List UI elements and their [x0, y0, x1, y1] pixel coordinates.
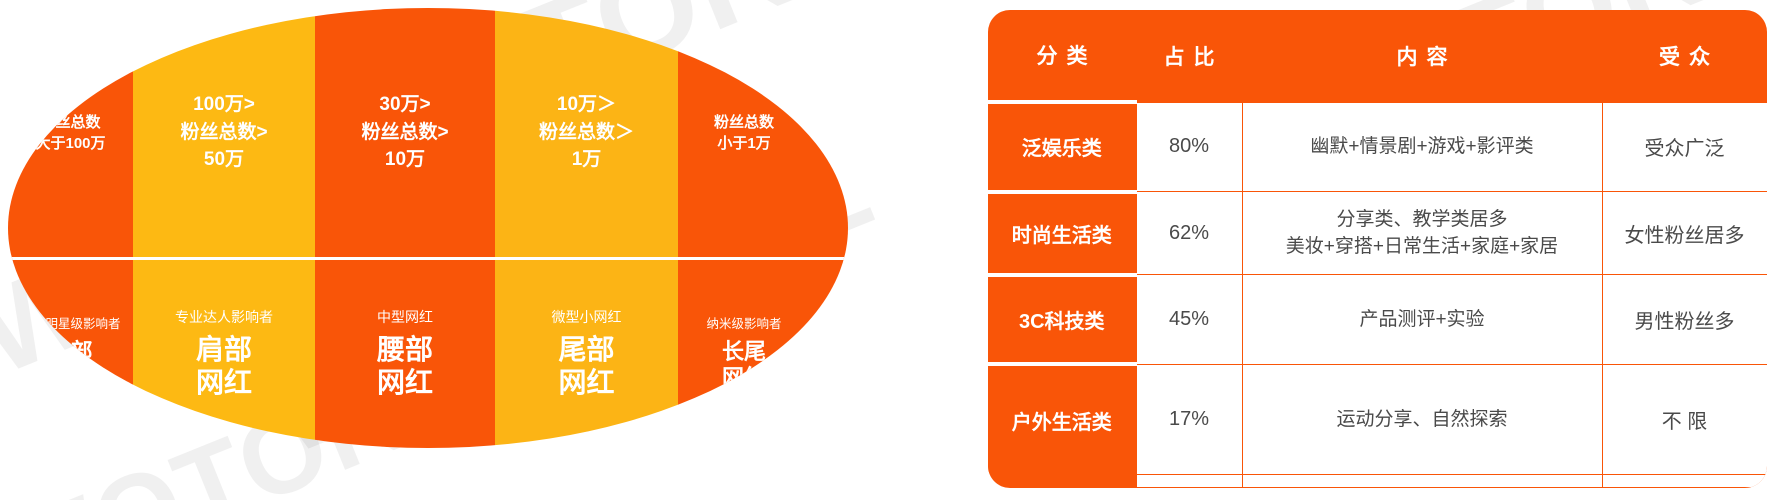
- cell-percent: 45%: [1135, 274, 1243, 365]
- range-line-2: 粉丝总数＞: [538, 121, 634, 143]
- segment-sub-label: 微型小网红: [551, 309, 622, 326]
- table-row[interactable]: 时尚生活类 62% 分享类、教学类居多 美妆+穿搭+日常生活+家庭+家居 女性粉…: [988, 189, 1767, 276]
- range-line-2: 小于1万: [717, 134, 771, 152]
- segment-longtail-label: 纳米级影响者 长尾 网红: [678, 257, 848, 448]
- cell-percent: 80%: [1135, 101, 1243, 192]
- segment-main-label-line2: 网红: [558, 367, 615, 399]
- content-line-1: 运动分享、自然探索: [1336, 408, 1508, 430]
- segment-main-label-line1: 肩部: [195, 333, 252, 365]
- segment-main-label-line1: 尾部: [558, 333, 615, 365]
- range-line-3: 1万: [571, 149, 602, 171]
- segment-sub-label: 中型网红: [377, 309, 433, 326]
- influencer-tier-ellipse-chart: 粉丝总数 大于100万 头部明星级影响者 头部 网红 100万> 粉丝总数> 5…: [8, 8, 848, 448]
- segment-shoulder-label: 专业达人影响者 肩部 网红: [133, 257, 315, 448]
- range-line-1: 100万>: [193, 94, 255, 116]
- segment-longtail-influencer[interactable]: 粉丝总数 小于1万 纳米级影响者 长尾 网红: [678, 8, 848, 448]
- column-header-audience: 受众: [1659, 45, 1719, 69]
- ellipse-body: 粉丝总数 大于100万 头部明星级影响者 头部 网红 100万> 粉丝总数> 5…: [8, 8, 848, 448]
- cell-percent: 17%: [1135, 363, 1243, 475]
- table-row[interactable]: 泛娱乐类 80% 幽默+情景剧+游戏+影评类 受众广泛: [988, 100, 1767, 192]
- range-line-1: 粉丝总数: [713, 113, 774, 131]
- pad-cat: [988, 474, 1136, 487]
- segment-shoulder-influencer[interactable]: 100万> 粉丝总数> 50万 专业达人影响者 肩部 网红: [133, 8, 315, 448]
- range-line-2: 粉丝总数>: [361, 121, 449, 143]
- range-line-2: 大于100万: [35, 134, 106, 152]
- content-line-1: 分享类、教学类居多: [1336, 208, 1508, 230]
- cell-audience: 受众广泛: [1601, 101, 1767, 192]
- cell-content: 幽默+情景剧+游戏+影评类: [1241, 101, 1603, 192]
- column-header-category: 分类: [1036, 45, 1097, 68]
- range-line-1: 粉丝总数: [40, 113, 101, 131]
- column-header-content: 内容: [1396, 45, 1457, 69]
- segment-main-label-line1: 腰部: [376, 333, 433, 365]
- range-line-1: 10万＞: [556, 94, 617, 116]
- segment-main-label-line2: 网红: [376, 367, 433, 399]
- content-category-table: 分类 占比 内容 受众 泛娱乐类 80% 幽默+情景剧+游戏+影评类 受众广泛 …: [988, 10, 1767, 488]
- segment-main-label-line2: 网红: [721, 365, 766, 391]
- segment-shoulder-range: 100万> 粉丝总数> 50万: [133, 8, 315, 257]
- cell-category: 泛娱乐类: [988, 100, 1136, 192]
- content-line-1: 幽默+情景剧+游戏+影评类: [1310, 135, 1534, 157]
- segment-longtail-range: 粉丝总数 小于1万: [678, 8, 848, 257]
- segment-sub-label: 头部明星级影响者: [20, 317, 121, 332]
- table-row[interactable]: 户外生活类 17% 运动分享、自然探索 不 限: [988, 362, 1767, 475]
- table-bottom-padding: [988, 474, 1767, 488]
- content-line-2: 美妆+穿搭+日常生活+家庭+家居: [1285, 236, 1559, 258]
- range-line-2: 粉丝总数>: [180, 121, 268, 143]
- cell-content: 产品测评+实验: [1241, 274, 1603, 365]
- segment-sub-label: 专业达人影响者: [175, 309, 273, 326]
- segment-head-label: 头部明星级影响者 头部 网红: [8, 257, 133, 448]
- pad-content: [1241, 474, 1603, 488]
- table-row[interactable]: 3C科技类 45% 产品测评+实验 男性粉丝多: [988, 272, 1767, 365]
- segment-main-label-line2: 网红: [195, 367, 252, 399]
- content-line-1: 产品测评+实验: [1359, 308, 1485, 330]
- range-line-1: 30万>: [379, 94, 431, 116]
- segment-main-label-line2: 网红: [48, 365, 93, 391]
- segment-tail-label: 微型小网红 尾部 网红: [495, 257, 678, 448]
- cell-content: 分享类、教学类居多 美妆+穿搭+日常生活+家庭+家居: [1241, 190, 1603, 276]
- range-line-3: 10万: [384, 149, 426, 171]
- segment-tail-influencer[interactable]: 10万＞ 粉丝总数＞ 1万 微型小网红 尾部 网红: [495, 8, 678, 448]
- pad-pct: [1135, 474, 1243, 488]
- segment-sub-label: 纳米级影响者: [706, 317, 782, 332]
- column-header-percent: 占比: [1163, 45, 1224, 69]
- segment-main-label-line1: 头部: [48, 338, 93, 364]
- segment-head-influencer[interactable]: 粉丝总数 大于100万 头部明星级影响者 头部 网红: [8, 8, 133, 448]
- pad-aud: [1601, 474, 1767, 488]
- cell-category: 时尚生活类: [988, 189, 1136, 275]
- segment-waist-label: 中型网红 腰部 网红: [315, 257, 495, 448]
- segment-waist-range: 30万> 粉丝总数> 10万: [315, 8, 495, 257]
- cell-audience: 女性粉丝居多: [1601, 190, 1767, 276]
- segment-head-range: 粉丝总数 大于100万: [8, 8, 133, 257]
- cell-category: 户外生活类: [988, 362, 1136, 475]
- table-header-row: 分类 占比 内容 受众: [988, 10, 1767, 102]
- cell-category: 3C科技类: [988, 272, 1136, 365]
- range-line-3: 50万: [203, 149, 245, 171]
- segment-waist-influencer[interactable]: 30万> 粉丝总数> 10万 中型网红 腰部 网红: [315, 8, 495, 448]
- segment-main-label-line1: 长尾: [721, 338, 766, 364]
- cell-percent: 62%: [1135, 190, 1243, 276]
- table: 分类 占比 内容 受众 泛娱乐类 80% 幽默+情景剧+游戏+影评类 受众广泛 …: [988, 10, 1767, 488]
- segment-tail-range: 10万＞ 粉丝总数＞ 1万: [495, 8, 678, 257]
- cell-audience: 不 限: [1601, 363, 1767, 475]
- cell-content: 运动分享、自然探索: [1241, 363, 1603, 475]
- cell-audience: 男性粉丝多: [1601, 274, 1767, 365]
